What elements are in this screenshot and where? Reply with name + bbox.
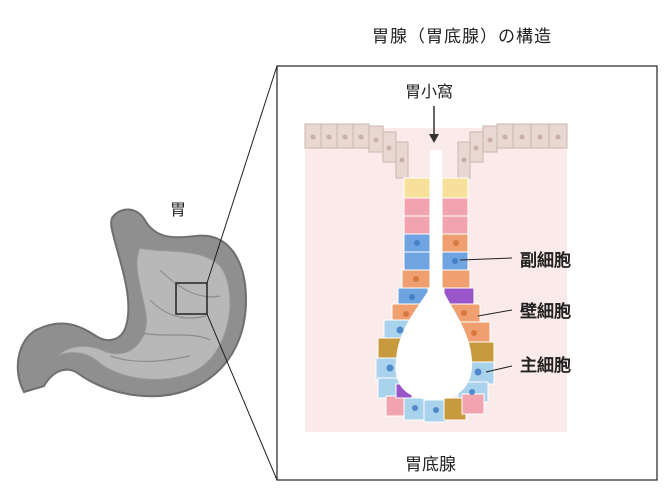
diagram-title: 胃腺（胃底腺）の構造 [372, 27, 552, 47]
pointer-accessory [459, 257, 513, 261]
zoom-box [175, 282, 208, 315]
orange-nuclei [403, 240, 477, 336]
stomach-folds [109, 269, 221, 363]
pointer-chief [485, 365, 513, 373]
fundic-gland-label: 胃底腺 [405, 455, 456, 475]
zoom-line-bottom [206, 313, 278, 481]
zoom-line-top [206, 65, 278, 284]
surface-nuclei [310, 134, 561, 163]
stomach-inner [57, 247, 231, 380]
parietal-cell-label: 壁細胞 [520, 302, 571, 322]
cell-nuclei [386, 240, 482, 413]
pointer-parietal [477, 309, 513, 317]
stomach-label: 胃 [170, 200, 187, 219]
gland-lumen [395, 150, 473, 400]
gastric-pit-label: 胃小窩 [405, 82, 454, 101]
accessory-cell-label: 副細胞 [520, 251, 571, 271]
stomach-illustration [16, 208, 248, 398]
chief-cell-label: 主細胞 [520, 356, 571, 376]
pit-arrow-head [429, 134, 439, 143]
